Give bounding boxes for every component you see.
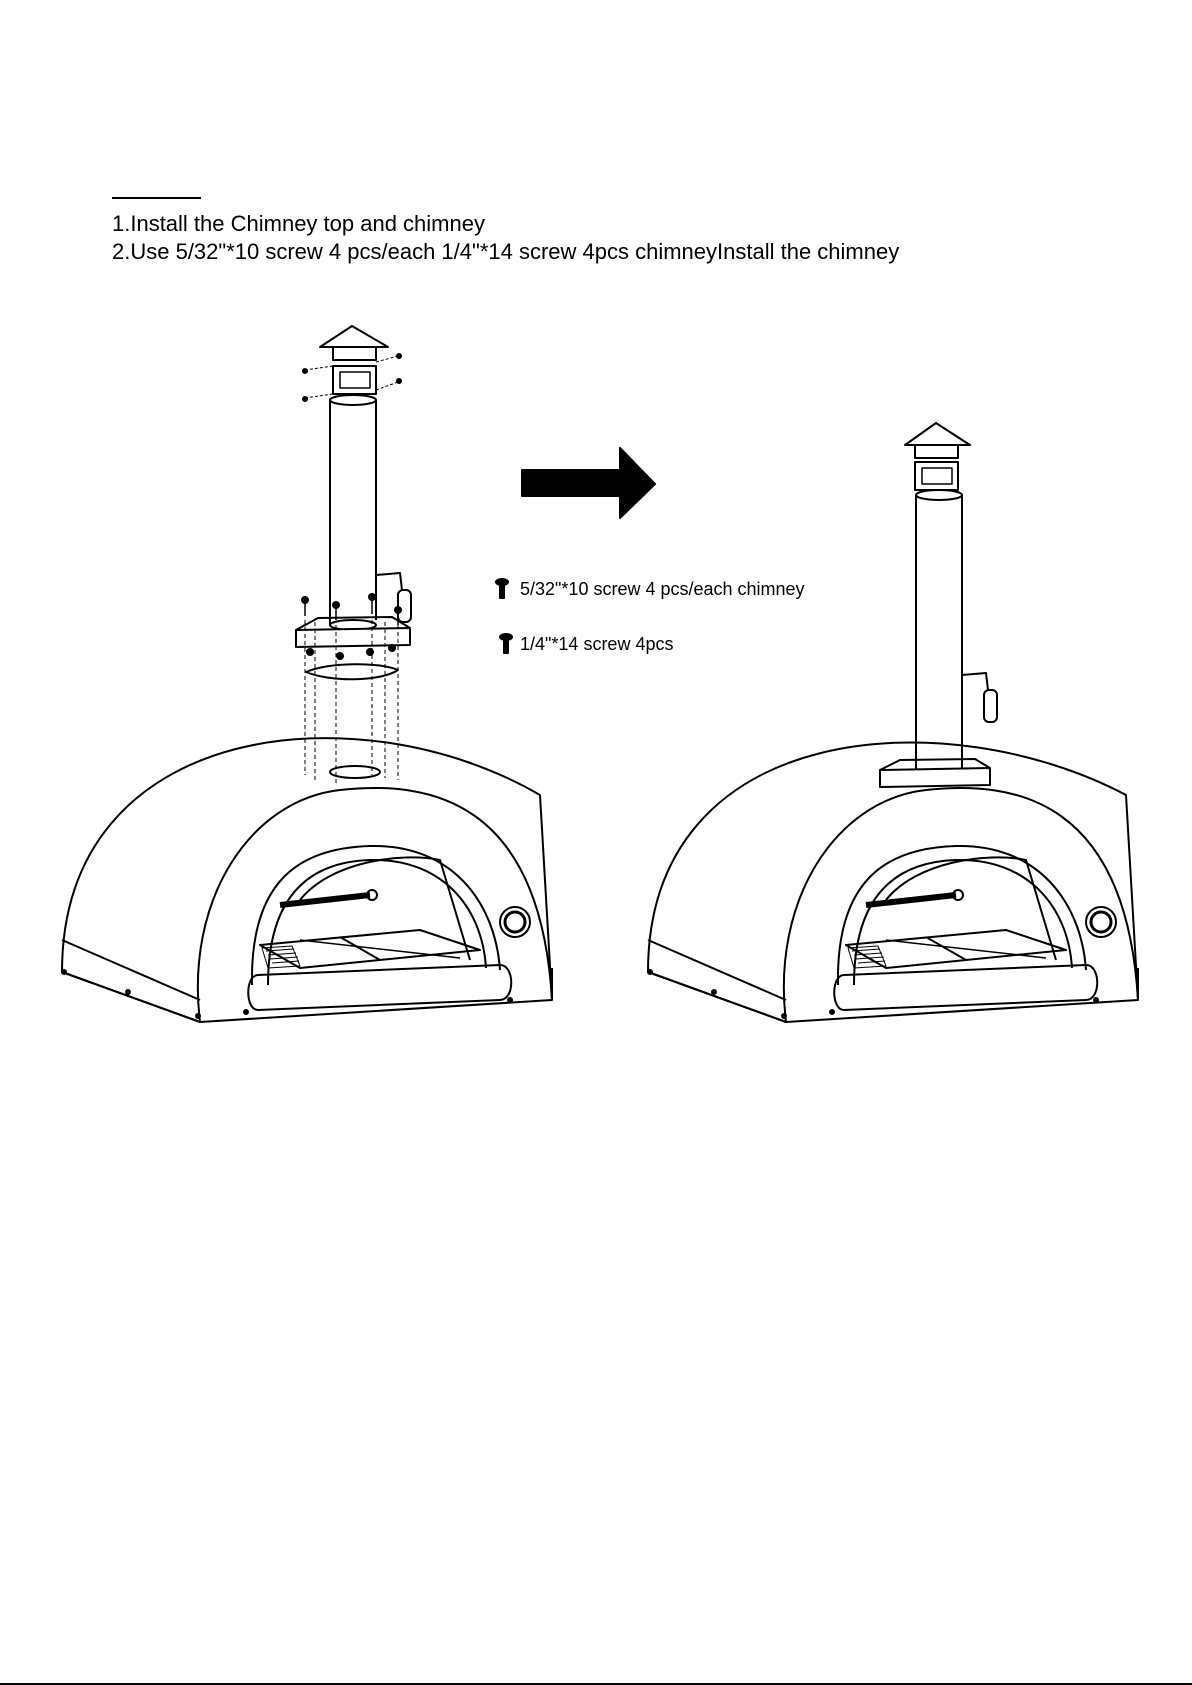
legend-screw-large: 1/4"*14 screw 4pcs: [520, 634, 673, 655]
screw-icon: [496, 579, 508, 598]
screw-icon: [500, 634, 512, 653]
legend-screw-small-label: 5/32"*10 screw 4 pcs/each chimney: [520, 579, 805, 600]
chimney-exploded: [296, 326, 411, 785]
legend-screw-large-label: 1/4"*14 screw 4pcs: [520, 634, 673, 655]
legend-screw-small: 5/32"*10 screw 4 pcs/each chimney: [520, 579, 805, 600]
arrow-right-icon: [522, 448, 655, 518]
assembly-illustration: [0, 0, 1192, 1060]
oven-exploded-view: [62, 738, 552, 1022]
chimney-assembled: [880, 423, 997, 787]
